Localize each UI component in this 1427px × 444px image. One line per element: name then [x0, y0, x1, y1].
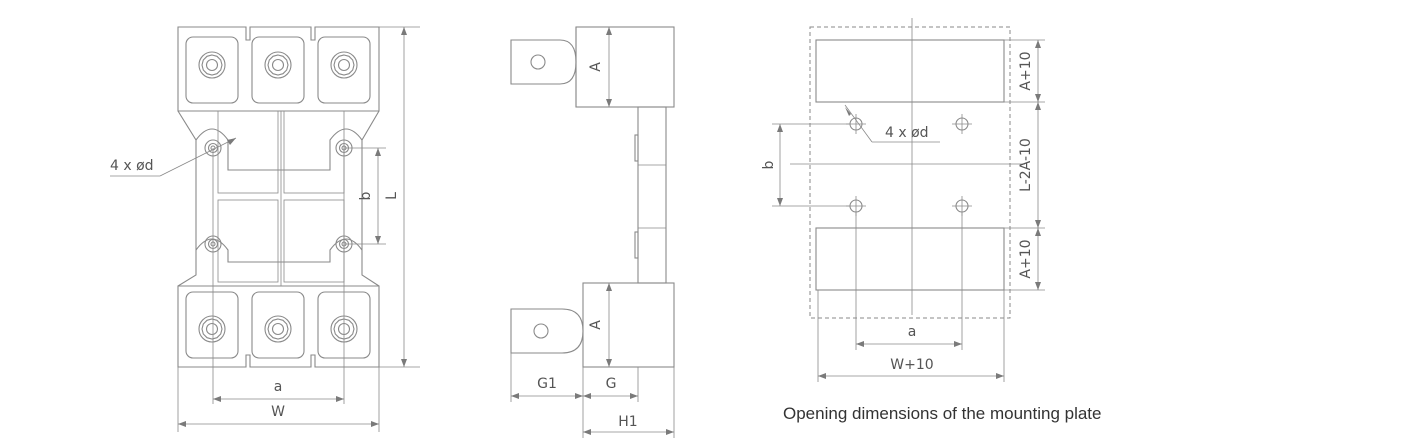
dim-g1-label: G1	[537, 376, 557, 392]
dim-l-front-label: L	[384, 192, 400, 200]
dim-b-plate-label: b	[761, 160, 777, 169]
dim-w-front-label: W	[271, 404, 285, 420]
dim-a-plate-label: a	[908, 324, 917, 340]
dim-g-label: G	[606, 376, 617, 392]
dim-a10-top-label: A+10	[1018, 51, 1034, 90]
dim-a10-bottom-label: A+10	[1018, 239, 1034, 278]
hole-spec-plate-label: 4 x ød	[885, 125, 929, 141]
dim-b-front-label: b	[358, 191, 374, 200]
dim-l2a10-label: L-2A-10	[1018, 138, 1034, 192]
dim-h1-label: H1	[618, 414, 637, 430]
hole-spec-front-label: 4 x ød	[110, 158, 154, 174]
dim-a-front-label: a	[274, 379, 283, 395]
front-view: 4 x ød a W b L	[110, 26, 420, 432]
mounting-plate-caption: Opening dimensions of the mounting plate	[783, 404, 1101, 423]
mounting-plate-view: 4 x ød b A+10 L-2A-10 A+10 a	[761, 18, 1045, 382]
side-view: A A G1 G H1	[510, 26, 675, 438]
dim-a-side-bottom-label: A	[588, 320, 604, 330]
dim-a-side-top-label: A	[588, 62, 604, 72]
dim-w10-label: W+10	[890, 357, 933, 373]
